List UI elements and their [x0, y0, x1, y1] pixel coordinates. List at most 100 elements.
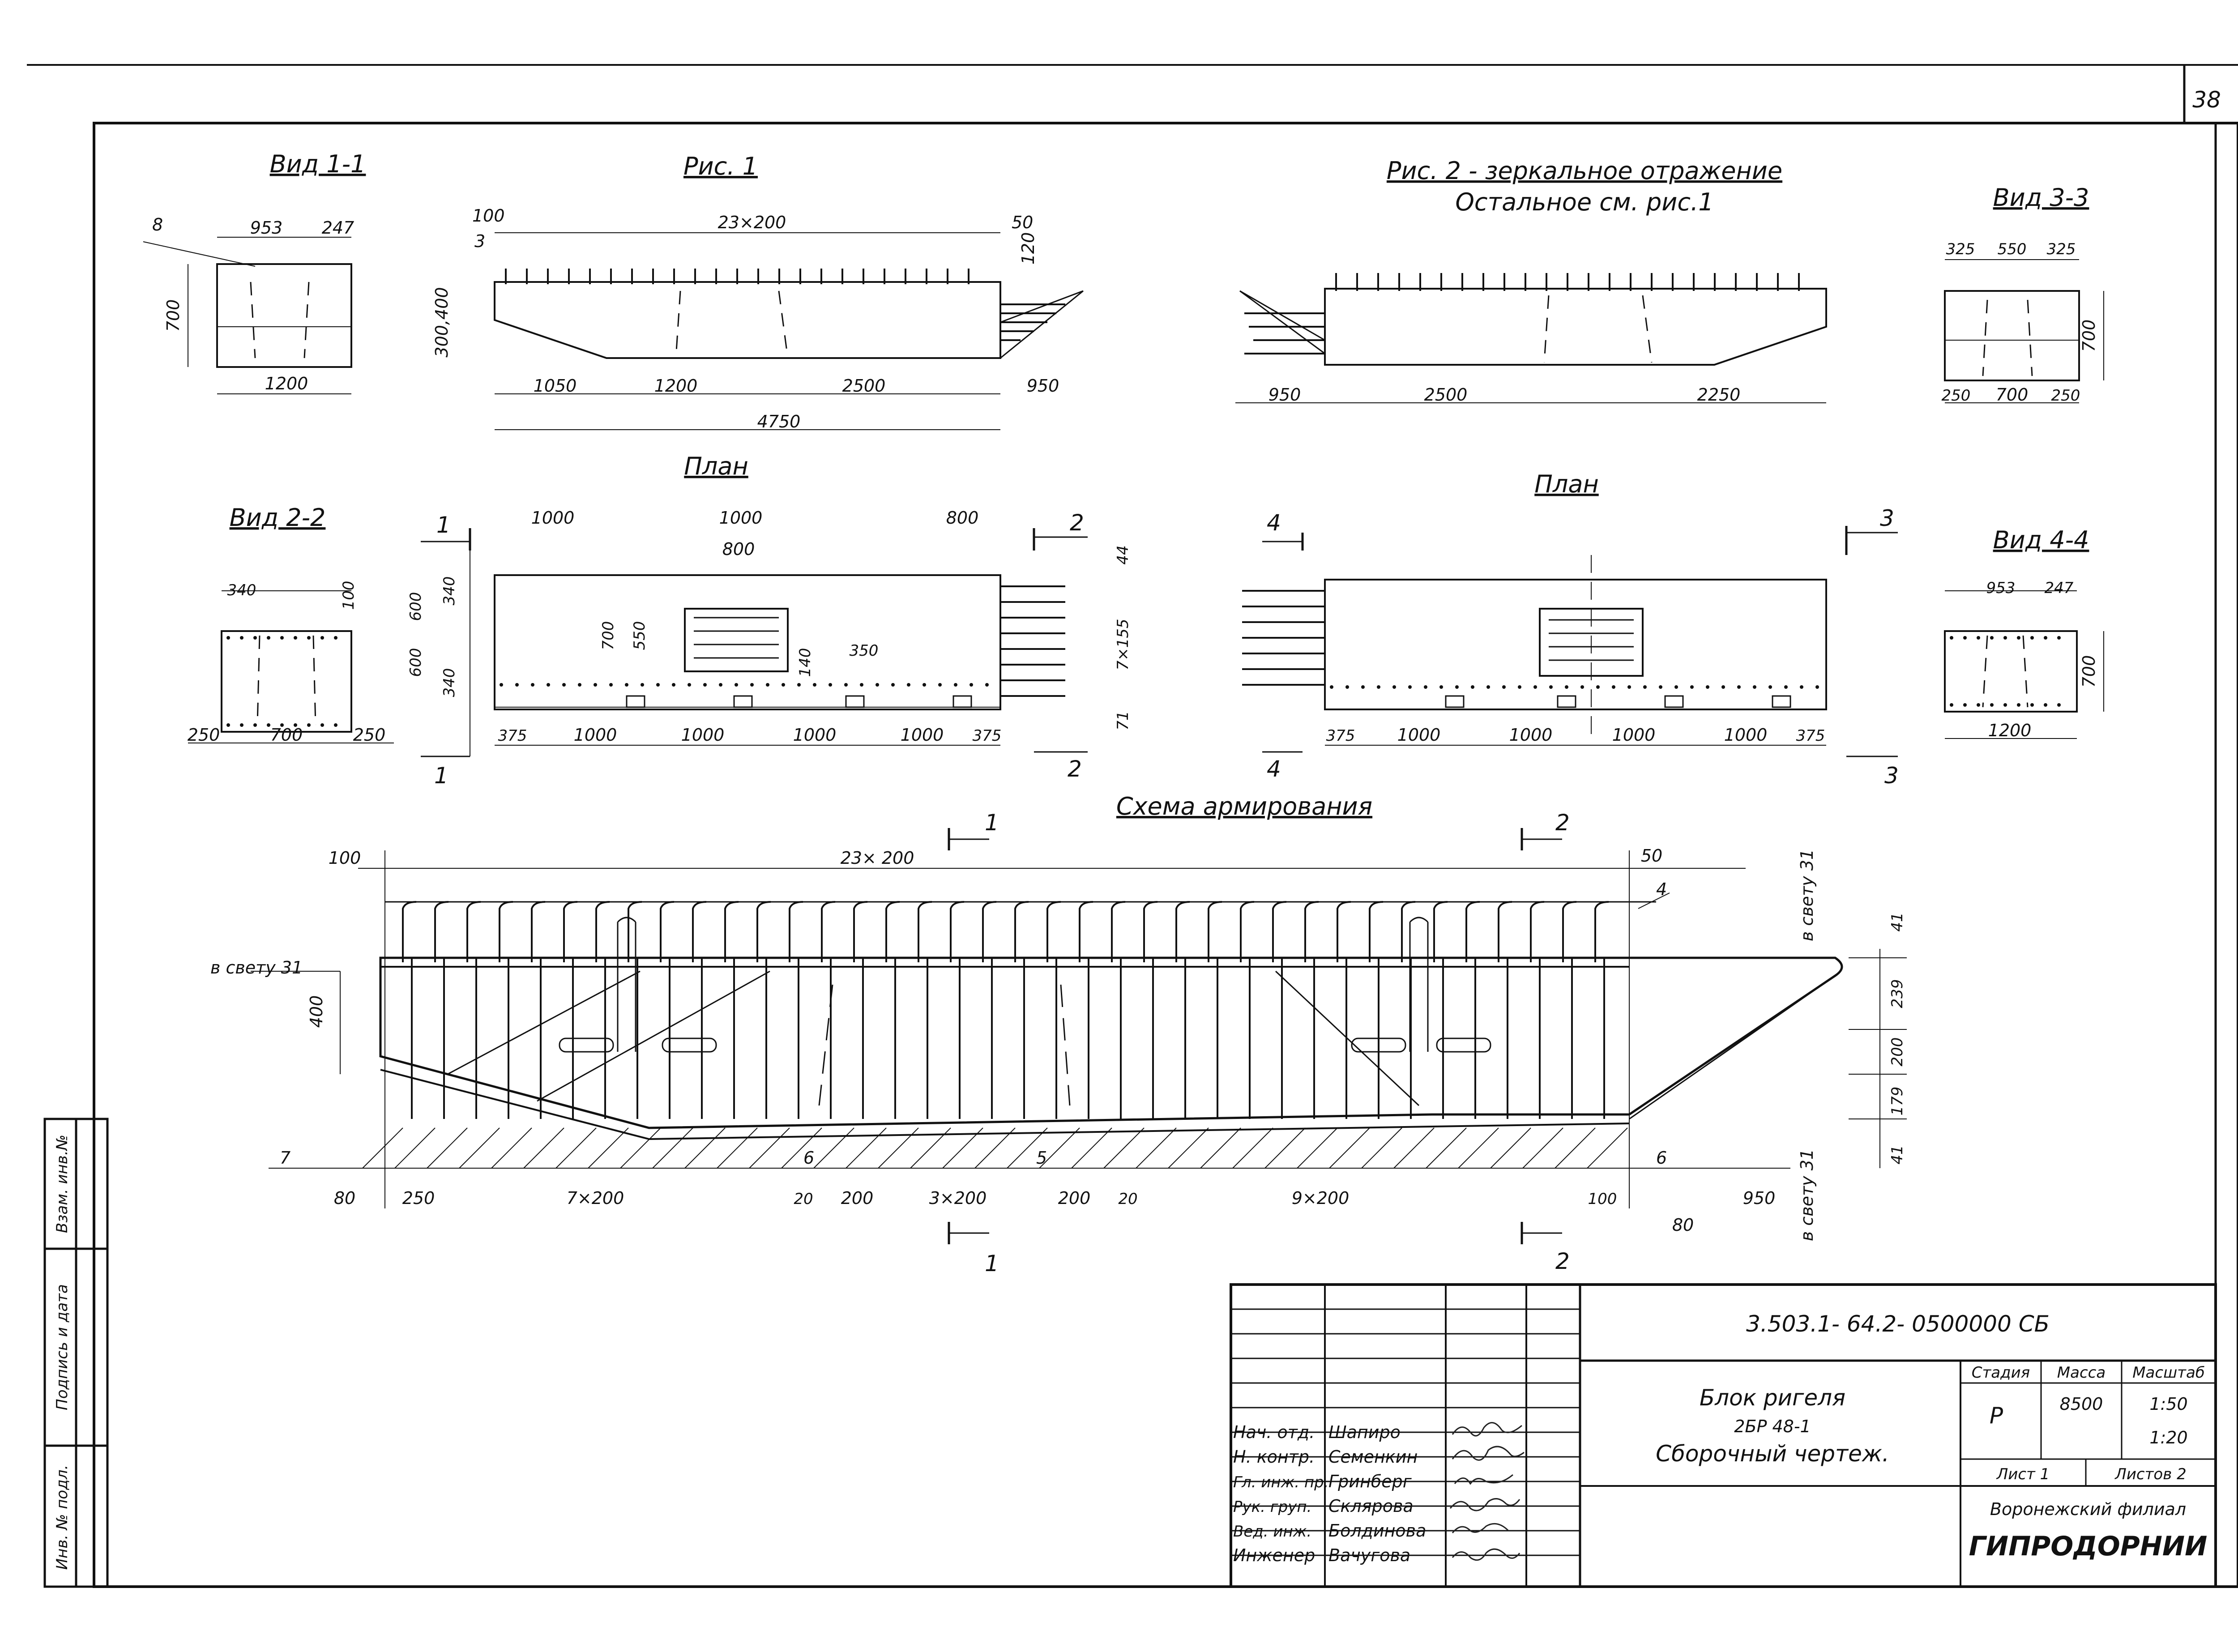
hatch-line: [878, 1127, 919, 1169]
rebar-dot: [1721, 685, 1725, 689]
view-plan-2: План 3: [1242, 470, 1899, 789]
position-6: 6: [1656, 1148, 1667, 1168]
rebar-dot: [1471, 685, 1474, 689]
view-vid-1-1: Вид 1-1 953 247 700 1200 8: [143, 150, 366, 394]
hatch-line: [749, 1127, 790, 1169]
hatch-line: [1458, 1127, 1499, 1169]
rebar-dot: [1533, 685, 1537, 689]
stirrup: [1111, 901, 1126, 962]
stamp-signature-date: Подпись и дата: [53, 1284, 71, 1410]
rebar-dot: [1977, 636, 1980, 640]
stirrup: [531, 901, 546, 962]
rebar-dots: [1950, 636, 2061, 707]
title-block: [1230, 1283, 2217, 1588]
hatch-line: [1297, 1127, 1338, 1169]
sheet-frame: [27, 64, 2238, 1588]
stirrup: [821, 901, 836, 962]
rebar-dot: [1424, 685, 1427, 689]
dim-100: 100: [472, 206, 505, 226]
rebar-dot: [1439, 685, 1443, 689]
section-mark-2: 2: [1555, 1248, 1570, 1274]
dim-2500: 2500: [1424, 385, 1468, 405]
dim-700: 700: [163, 299, 183, 332]
dim-325: 325: [1946, 240, 1975, 258]
staff-role: Нач. отд.: [1233, 1422, 1315, 1442]
rebar-dot: [1963, 703, 1967, 707]
hatch-line: [1426, 1127, 1467, 1169]
page-number: 38: [2192, 87, 2221, 113]
rebar-dot: [797, 683, 801, 687]
dim-9x200: 9×200: [1292, 1188, 1350, 1208]
hatch-line: [1168, 1127, 1209, 1169]
hatch-line: [1490, 1127, 1531, 1169]
rebar-dot: [844, 683, 848, 687]
dim-340: 340: [440, 668, 458, 697]
dim-41: 41: [1888, 1145, 1906, 1164]
section-mark-1: 1: [985, 810, 999, 836]
stirrup: [1498, 901, 1512, 962]
rebar-dot: [625, 683, 628, 687]
rebar-dot: [334, 636, 337, 640]
staff-name: Склярова: [1328, 1496, 1414, 1516]
clearance-label: в свету 31: [1797, 849, 1817, 941]
rebar-dot: [267, 723, 270, 727]
hatch-line: [459, 1127, 500, 1169]
rebar-dot: [1800, 685, 1803, 689]
rebar-dot: [1784, 685, 1788, 689]
dim-200: 200: [1888, 1037, 1906, 1067]
stirrup: [1562, 901, 1577, 962]
dim-1000: 1000: [531, 508, 575, 528]
rebar-dot: [1690, 685, 1694, 689]
rebar-dot: [1977, 703, 1980, 707]
view-subtitle: Остальное см. рис.1: [1455, 188, 1713, 216]
stamp-inv-podl: Инв. № подл.: [53, 1465, 71, 1570]
dim-300-400: 300,400: [432, 287, 452, 357]
stirrup: [1175, 901, 1190, 962]
dim-953: 953: [250, 218, 283, 238]
dim-80: 80: [334, 1188, 355, 1208]
rebar-dot: [1753, 685, 1756, 689]
view-title: Рис. 2 - зеркальное отражение: [1387, 157, 1782, 185]
hatch-line: [1200, 1127, 1241, 1169]
dim-1000: 1000: [1509, 725, 1553, 745]
rebar-dots: [500, 683, 989, 687]
rebar-dot: [1950, 636, 1953, 640]
rebar-dot: [2003, 703, 2007, 707]
dim-400: 400: [307, 995, 326, 1028]
stirrup: [1433, 901, 1448, 962]
rebar-dot: [1549, 685, 1553, 689]
stirrup: [1143, 901, 1158, 962]
stirrup: [724, 901, 739, 962]
rebar-dot: [750, 683, 754, 687]
rebar-dot: [1990, 703, 1994, 707]
stirrup: [1046, 901, 1061, 962]
dim-340: 340: [440, 576, 458, 606]
rebar-dot: [1502, 685, 1506, 689]
rebar-dot: [766, 683, 769, 687]
dim-20: 20: [1118, 1190, 1137, 1208]
dim-600: 600: [407, 592, 425, 621]
staff-role: Вед. инж.: [1233, 1523, 1311, 1541]
stirrup: [1014, 901, 1029, 962]
dim-700: 700: [2079, 320, 2099, 352]
hatch-line: [1393, 1127, 1435, 1169]
hatch-line: [942, 1127, 983, 1169]
dim-1000: 1000: [719, 508, 763, 528]
dim-200: 200: [1058, 1188, 1091, 1208]
dim-800: 800: [722, 539, 755, 559]
rebar-dot: [2057, 703, 2061, 707]
staff-role: Гл. инж. пр.: [1233, 1473, 1328, 1491]
sheet-label: Лист 1: [1996, 1465, 2050, 1483]
rebar-dot: [267, 636, 270, 640]
dim-23x200: 23×200: [718, 213, 786, 232]
rebar-dot: [735, 683, 738, 687]
rebar-dot: [829, 683, 832, 687]
hatch-line: [1522, 1127, 1563, 1169]
rebar-dot: [334, 723, 337, 727]
dim-700: 700: [1996, 385, 2029, 405]
section-mark-3: 3: [1880, 505, 1894, 531]
rebar-dot: [240, 636, 243, 640]
view-title: Рис. 1: [683, 152, 758, 180]
hatch-line: [394, 1127, 436, 1169]
